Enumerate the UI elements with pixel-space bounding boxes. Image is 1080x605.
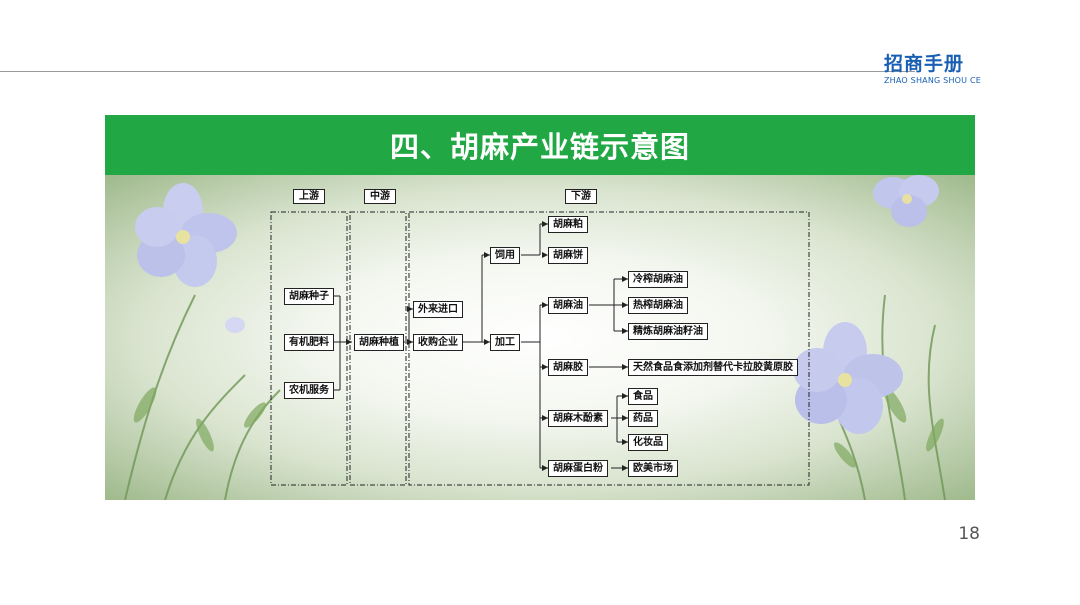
node-flax-cake: 胡麻饼 [548, 247, 588, 264]
brand-subtitle: ZHAO SHANG SHOU CE [884, 76, 981, 85]
node-processing: 加工 [490, 334, 520, 351]
node-flax-planting: 胡麻种植 [354, 334, 404, 351]
node-feed-use: 饲用 [490, 247, 520, 264]
flower-decor [124, 175, 946, 500]
stage-downstream: 下游 [565, 189, 597, 204]
node-flax-protein: 胡麻蛋白粉 [548, 460, 608, 477]
node-organic-fertilizer: 有机肥料 [284, 334, 334, 351]
node-flax-oil: 胡麻油 [548, 297, 588, 314]
node-western-market: 欧美市场 [628, 460, 678, 477]
node-cold-pressed-oil: 冷榨胡麻油 [628, 271, 688, 288]
node-hot-pressed-oil: 热榨胡麻油 [628, 297, 688, 314]
header-rule [0, 71, 915, 72]
node-refined-oil: 精炼胡麻油籽油 [628, 323, 708, 340]
node-machinery-service: 农机服务 [284, 382, 334, 399]
node-flax-gum: 胡麻胶 [548, 359, 588, 376]
node-purchasing-enterprise: 收购企业 [413, 334, 463, 351]
page-number: 18 [958, 524, 980, 544]
title-banner: 四、胡麻产业链示意图 [105, 115, 975, 175]
brand-name: 招商手册 [884, 53, 965, 75]
slide-title: 四、胡麻产业链示意图 [389, 130, 690, 164]
node-cosmetics: 化妆品 [628, 434, 668, 451]
node-import: 外来进口 [413, 301, 463, 318]
brand-logo: 招商手册 ZHAO SHANG SHOU CE [884, 53, 981, 86]
node-flax-meal: 胡麻粕 [548, 216, 588, 233]
node-flax-seed: 胡麻种子 [284, 288, 334, 305]
node-flax-lignan: 胡麻木酚素 [548, 410, 608, 427]
node-food: 食品 [628, 388, 658, 405]
node-natural-additive: 天然食品食添加剂替代卡拉胶黄原胶 [628, 359, 798, 376]
stage-midstream: 中游 [364, 189, 396, 204]
node-medicine: 药品 [628, 410, 658, 427]
stage-upstream: 上游 [293, 189, 325, 204]
